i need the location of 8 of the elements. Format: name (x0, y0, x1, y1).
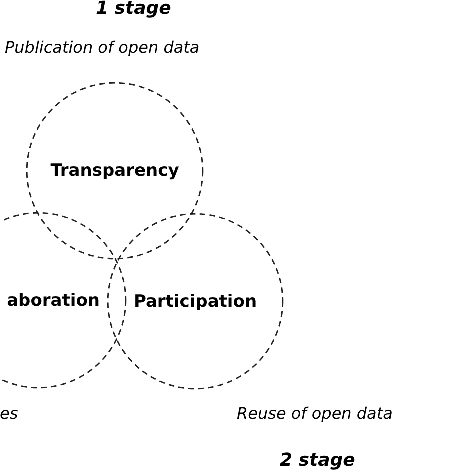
circle-label: Transparency (50, 161, 180, 181)
stage-heading: 1 stage (96, 0, 172, 19)
stage-description: Publication of open data (5, 38, 200, 57)
stage-heading: 2 stage (280, 450, 356, 471)
stage-description: Reuse of open data (237, 404, 393, 423)
stage-description: es (0, 404, 18, 423)
circle-label: aboration (7, 290, 100, 310)
circle-label: Participation (134, 292, 258, 312)
